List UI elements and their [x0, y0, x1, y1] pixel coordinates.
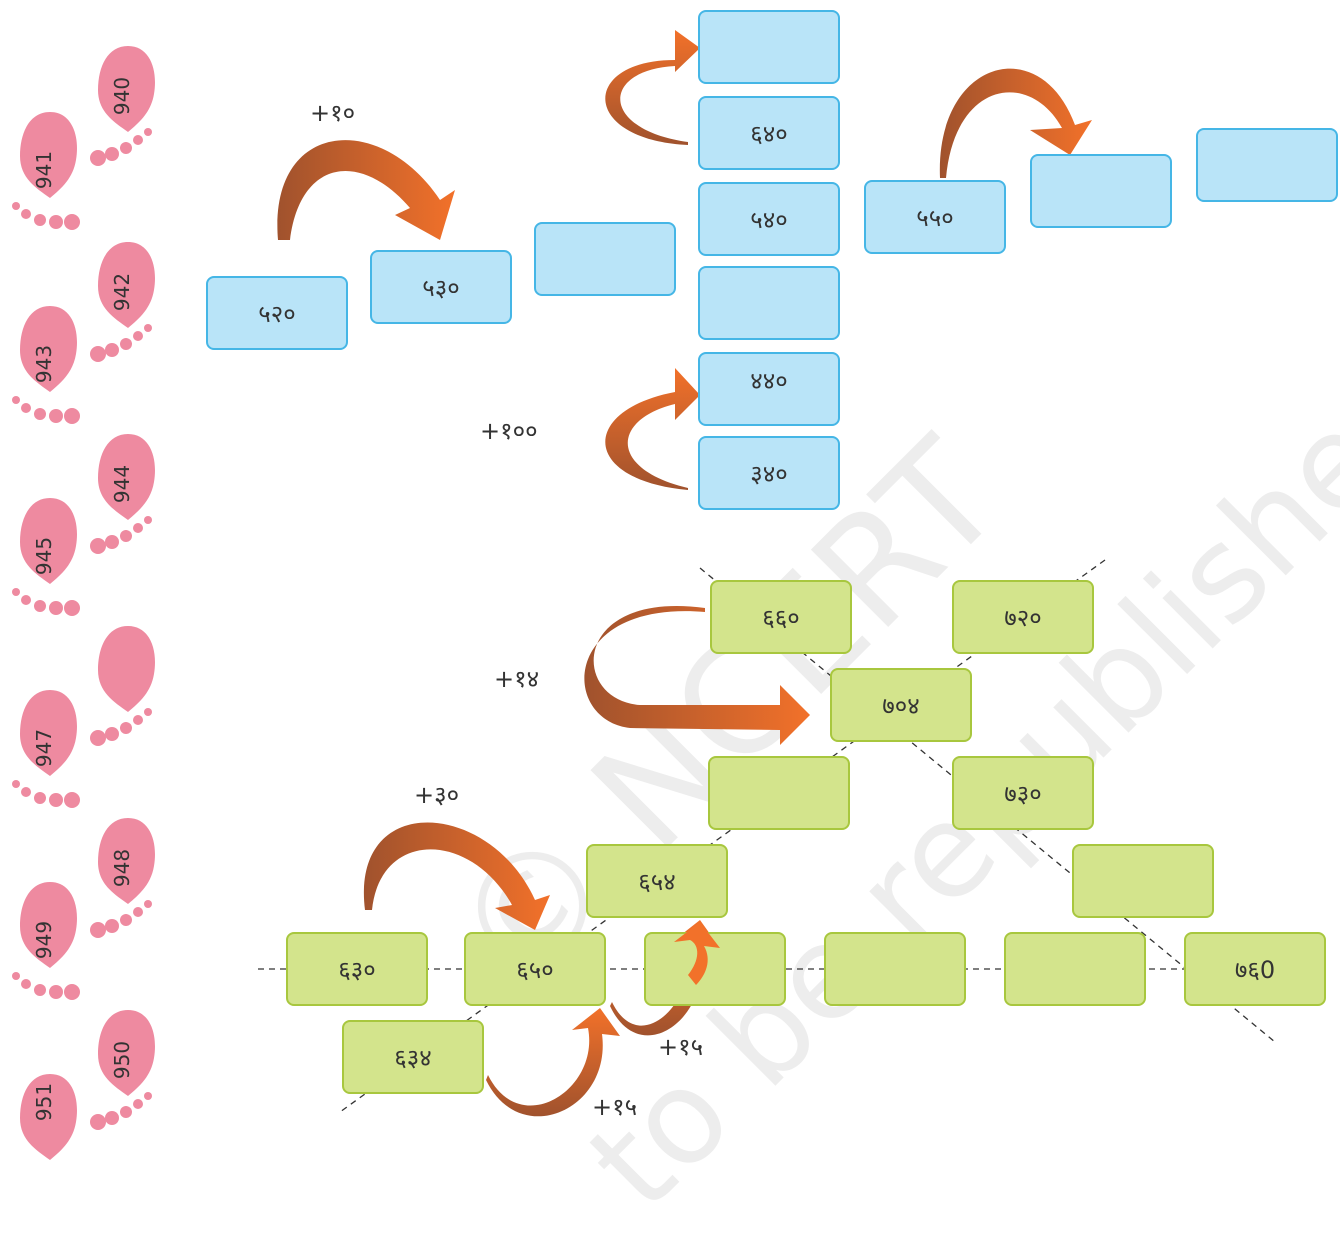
footprint-949: 949: [10, 878, 100, 1008]
footprint-942: 942: [88, 238, 178, 368]
number-box-654: ६५४: [586, 844, 728, 918]
number-box-760: ७६0: [1184, 932, 1326, 1006]
number-box-640: ६४०: [698, 96, 840, 170]
number-box-704: ७०४: [830, 668, 972, 742]
label-plus-14: +१४: [494, 665, 540, 693]
footprint-icon: [12, 690, 80, 808]
number-box-660: ६६०: [710, 580, 852, 654]
footprint-icon: [90, 626, 155, 746]
answer-box-green-mid[interactable]: [708, 756, 850, 830]
footprint-943: 943: [10, 302, 100, 432]
footprint-icon: [90, 818, 155, 938]
footprint-icon: [90, 242, 155, 362]
arrow-plus10: [277, 140, 455, 240]
arrow-plus15-b: [486, 1008, 620, 1117]
answer-box-green-row-1[interactable]: [644, 932, 786, 1006]
label-plus-100: +१००: [480, 417, 538, 445]
footprint-944: 944: [88, 430, 178, 560]
footprint-icon: [90, 434, 155, 554]
footprint-945: 945: [10, 494, 100, 624]
answer-box-column-blank[interactable]: [698, 266, 840, 340]
arrow-plus30: [363, 822, 550, 930]
number-box-530: ५३०: [370, 250, 512, 324]
arrow-right-top: [939, 68, 1092, 178]
arrow-plus100: [605, 368, 700, 490]
answer-box-green-row-2[interactable]: [824, 932, 966, 1006]
number-box-720: ७२०: [952, 580, 1094, 654]
footprint-947: 947: [10, 686, 100, 816]
label-plus-15-b: +१५: [592, 1093, 638, 1121]
number-box-540: ५४०: [698, 182, 840, 256]
number-box-550: ५५०: [864, 180, 1006, 254]
arrow-up-top: [605, 30, 700, 145]
answer-box-green-row-3[interactable]: [1004, 932, 1146, 1006]
answer-box-row-blank[interactable]: [534, 222, 676, 296]
number-box-440: ४४०: [698, 352, 840, 426]
number-box-650: ६५०: [464, 932, 606, 1006]
footprint-icon: [90, 1010, 155, 1130]
number-box-634: ६३४: [342, 1020, 484, 1094]
label-plus-15-a: +१५: [658, 1033, 704, 1061]
footprint-950: 950: [88, 1006, 178, 1136]
answer-box-green-right[interactable]: [1072, 844, 1214, 918]
answer-box-right-1[interactable]: [1030, 154, 1172, 228]
footprint-icon: [12, 498, 80, 616]
footprint-icon: [90, 46, 155, 166]
footprint-icon: [12, 112, 80, 230]
number-box-340: ३४०: [698, 436, 840, 510]
label-plus-30: +३०: [414, 781, 460, 809]
number-box-630: ६३०: [286, 932, 428, 1006]
answer-box-column-top[interactable]: [698, 10, 840, 84]
footprint-941: 941: [10, 108, 100, 238]
footprint-940: 940: [88, 42, 178, 172]
number-box-730: ७३०: [952, 756, 1094, 830]
footprint-icon: [12, 306, 80, 424]
footprint-blank: [88, 622, 178, 752]
footprint-icon: [12, 882, 80, 1000]
number-box-520: ५२०: [206, 276, 348, 350]
answer-box-right-2[interactable]: [1196, 128, 1338, 202]
arrow-plus14: [584, 606, 810, 745]
footprint-948: 948: [88, 814, 178, 944]
label-plus-10: +१०: [310, 99, 356, 127]
